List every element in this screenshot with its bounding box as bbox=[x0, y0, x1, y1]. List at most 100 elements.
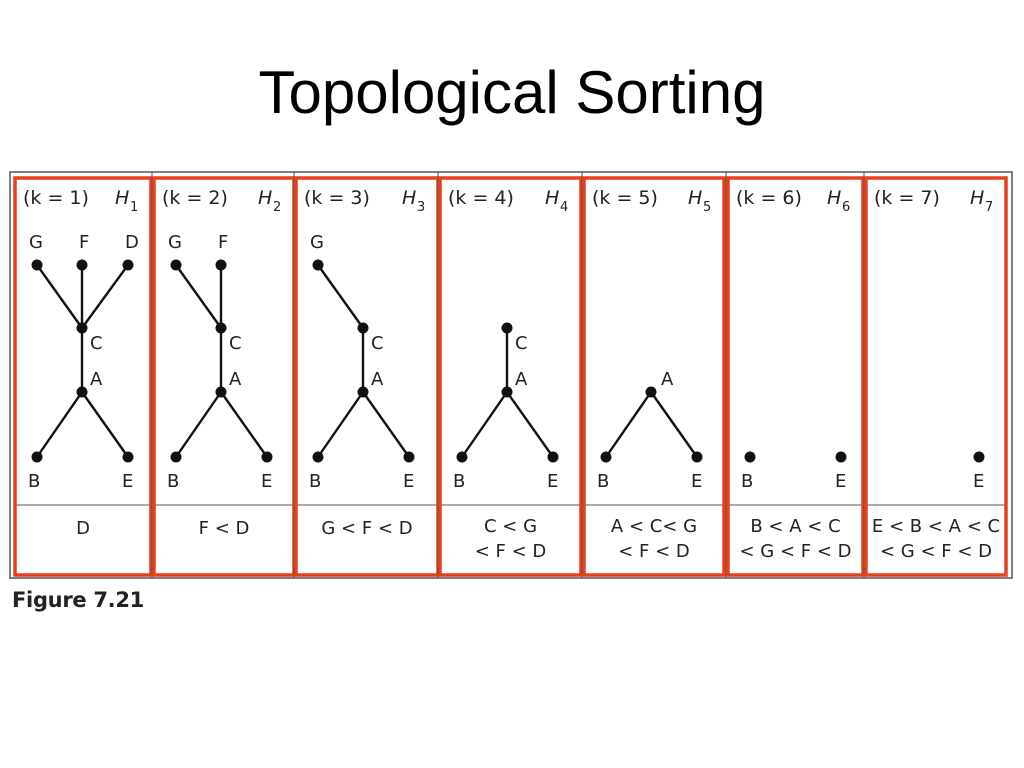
panel-h-label: H bbox=[402, 187, 416, 209]
highlight-frame bbox=[438, 176, 583, 577]
node-F bbox=[215, 259, 227, 271]
node-A bbox=[357, 386, 369, 398]
slide-title: Topological Sorting bbox=[258, 59, 766, 126]
edge-A-B bbox=[175, 391, 222, 458]
node-label-G: G bbox=[29, 232, 43, 253]
node-A bbox=[76, 386, 88, 398]
panel-k-label: (k = 6) bbox=[736, 187, 802, 209]
order-line: G < F < D bbox=[321, 518, 412, 539]
panel-k-label: (k = 5) bbox=[592, 187, 658, 209]
panel-h-subscript: 5 bbox=[703, 200, 711, 215]
node-label-A: A bbox=[371, 369, 384, 390]
node-G bbox=[312, 259, 324, 271]
node-label-B: B bbox=[28, 471, 40, 492]
node-C bbox=[357, 322, 369, 334]
edge-G-C bbox=[175, 264, 222, 329]
order-line: F < D bbox=[199, 518, 250, 539]
edge-A-E bbox=[81, 391, 129, 458]
node-label-E: E bbox=[973, 471, 984, 492]
panel-h-subscript: 1 bbox=[130, 200, 138, 215]
panel-h-subscript: 6 bbox=[842, 200, 850, 215]
node-E bbox=[973, 451, 985, 463]
node-A bbox=[501, 386, 513, 398]
edge-A-E bbox=[220, 391, 268, 458]
node-E bbox=[122, 451, 134, 463]
panel-k-label: (k = 2) bbox=[162, 187, 228, 209]
node-label-F: F bbox=[79, 232, 89, 253]
node-B bbox=[31, 451, 43, 463]
node-A bbox=[215, 386, 227, 398]
node-label-B: B bbox=[167, 471, 179, 492]
edge-D-C bbox=[81, 264, 129, 329]
node-label-B: B bbox=[597, 471, 609, 492]
node-label-E: E bbox=[835, 471, 846, 492]
highlight-frame bbox=[864, 176, 1008, 577]
edge-A-B bbox=[36, 391, 83, 458]
node-label-A: A bbox=[90, 369, 103, 390]
order-line: B < A < C bbox=[750, 516, 840, 537]
order-line: < F < D bbox=[618, 541, 690, 562]
node-E bbox=[691, 451, 703, 463]
node-label-B: B bbox=[741, 471, 753, 492]
order-line: < G < F < D bbox=[880, 541, 992, 562]
panel-k-label: (k = 7) bbox=[874, 187, 940, 209]
edge-A-B bbox=[317, 391, 364, 458]
node-C bbox=[76, 322, 88, 334]
order-line: E < B < A < C bbox=[872, 516, 1000, 537]
node-label-E: E bbox=[547, 471, 558, 492]
order-line: C < G bbox=[484, 516, 537, 537]
panel-k-label: (k = 1) bbox=[23, 187, 89, 209]
node-label-C: C bbox=[371, 333, 384, 354]
panel-k-label: (k = 4) bbox=[448, 187, 514, 209]
panel-h-label: H bbox=[545, 187, 559, 209]
node-B bbox=[600, 451, 612, 463]
highlight-frame bbox=[13, 176, 153, 577]
node-B bbox=[170, 451, 182, 463]
node-E bbox=[403, 451, 415, 463]
node-B bbox=[312, 451, 324, 463]
edge-A-E bbox=[650, 391, 698, 458]
node-label-G: G bbox=[168, 232, 182, 253]
order-line: < F < D bbox=[475, 541, 547, 562]
node-label-A: A bbox=[229, 369, 242, 390]
edge-A-B bbox=[605, 391, 652, 458]
edge-G-C bbox=[317, 264, 364, 329]
highlight-frame bbox=[726, 176, 865, 577]
node-B bbox=[456, 451, 468, 463]
node-label-B: B bbox=[309, 471, 321, 492]
panel-h-subscript: 3 bbox=[417, 200, 425, 215]
node-G bbox=[31, 259, 43, 271]
node-label-D: D bbox=[125, 232, 139, 253]
node-B bbox=[744, 451, 756, 463]
node-label-A: A bbox=[515, 369, 528, 390]
figure-caption: Figure 7.21 bbox=[12, 588, 144, 612]
node-label-G: G bbox=[310, 232, 324, 253]
node-E bbox=[261, 451, 273, 463]
panel-h-label: H bbox=[827, 187, 841, 209]
order-line: D bbox=[76, 518, 90, 539]
node-label-E: E bbox=[403, 471, 414, 492]
node-label-C: C bbox=[90, 333, 103, 354]
node-label-F: F bbox=[218, 232, 228, 253]
node-A bbox=[645, 386, 657, 398]
highlight-frame bbox=[582, 176, 726, 577]
order-line: A < C< G bbox=[611, 516, 697, 537]
edge-A-E bbox=[506, 391, 554, 458]
node-E bbox=[547, 451, 559, 463]
panel-h-label: H bbox=[258, 187, 272, 209]
panel-h-subscript: 7 bbox=[985, 200, 993, 215]
edge-G-C bbox=[36, 264, 83, 329]
panel-h-label: H bbox=[970, 187, 984, 209]
node-label-E: E bbox=[122, 471, 133, 492]
node-C bbox=[215, 322, 227, 334]
node-label-E: E bbox=[261, 471, 272, 492]
node-F bbox=[76, 259, 88, 271]
node-G bbox=[170, 259, 182, 271]
panel-h-label: H bbox=[115, 187, 129, 209]
node-C bbox=[501, 322, 513, 334]
node-label-C: C bbox=[229, 333, 242, 354]
order-line: < G < F < D bbox=[739, 541, 851, 562]
panel-k-label: (k = 3) bbox=[304, 187, 370, 209]
table-border bbox=[9, 171, 1013, 579]
